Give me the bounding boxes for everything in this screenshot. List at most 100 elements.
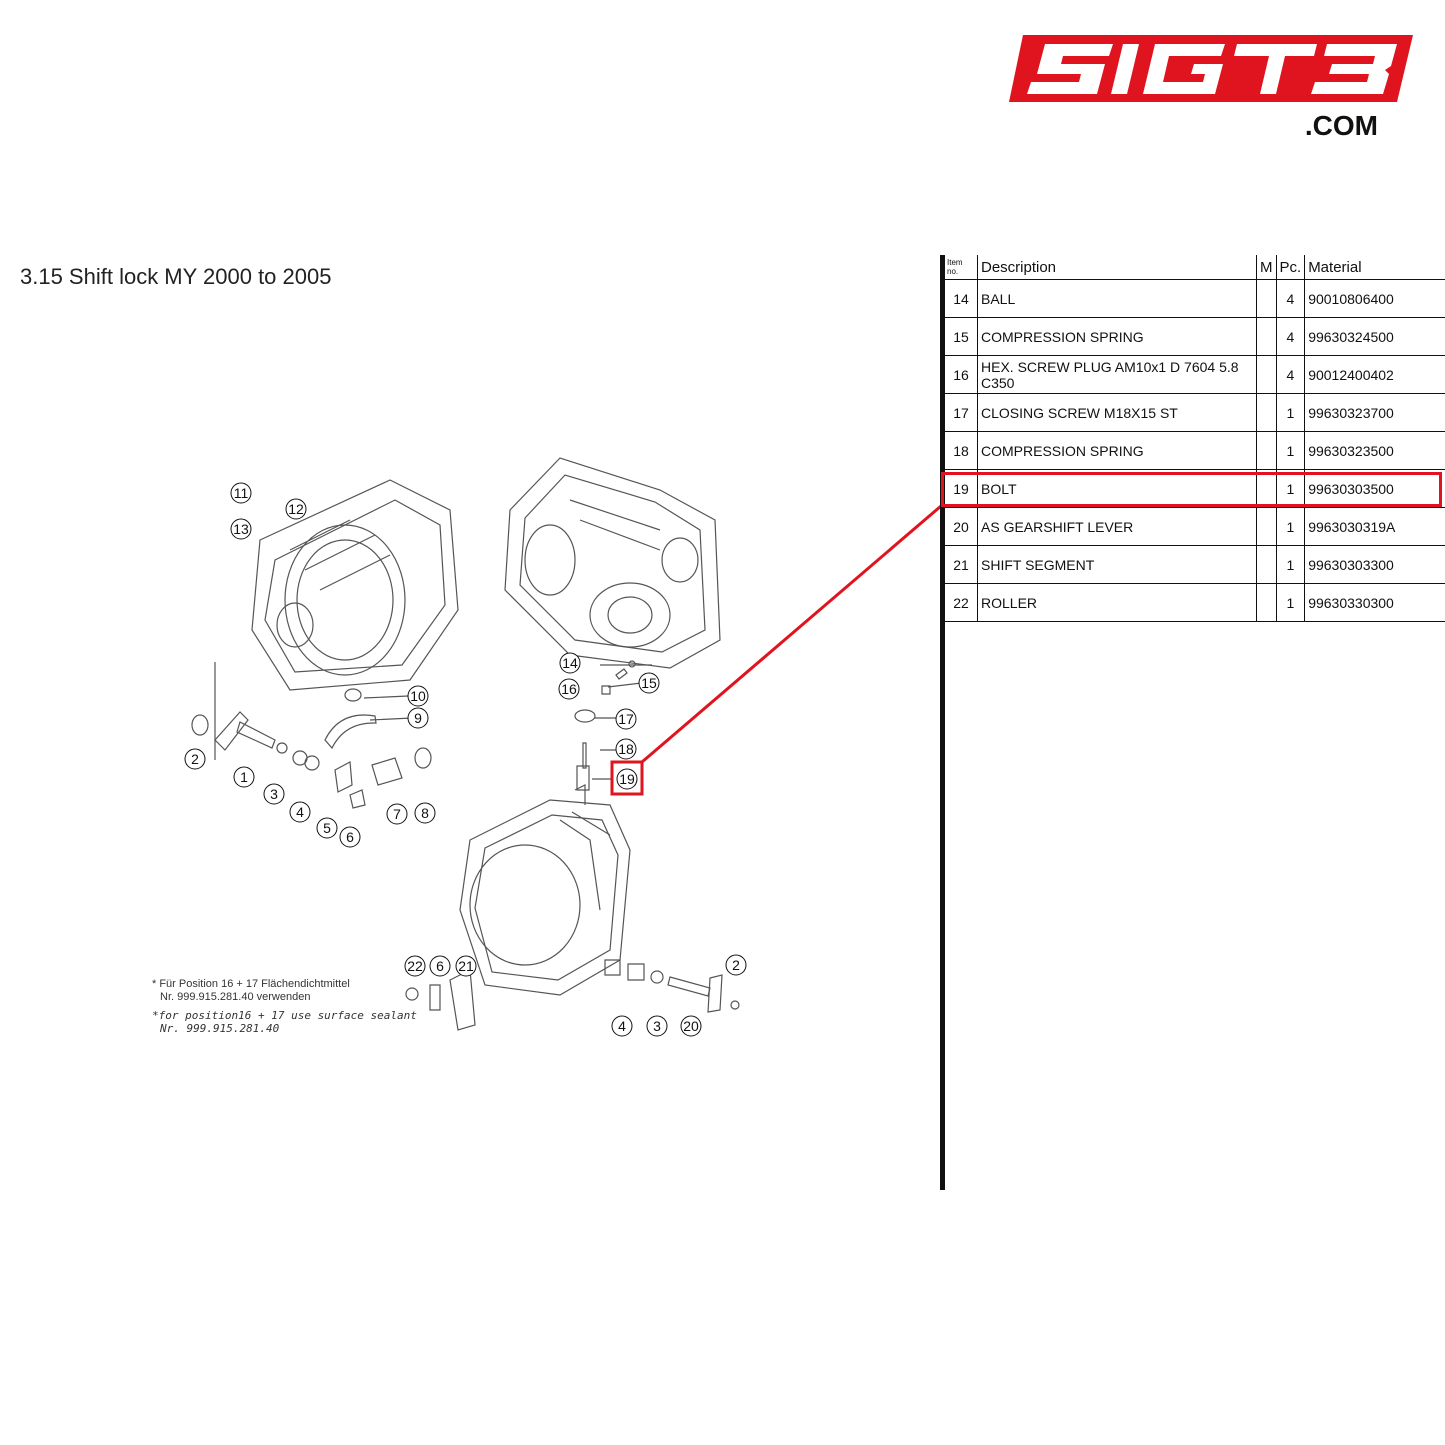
cell-description: BOLT [977,469,1257,508]
callout-group: 11 12 13 14 15 16 10 9 17 18 19 2 1 3 4 … [184,482,747,1037]
header-m: M [1256,255,1277,280]
cell-item-no: 22 [945,583,978,622]
cell-m [1256,393,1277,432]
callout-21: 21 [455,955,477,977]
callout-6b: 6 [429,955,451,977]
callout-4a: 4 [289,801,311,823]
cell-pc: 1 [1276,469,1306,508]
cell-m [1256,355,1277,394]
cell-description: AS GEARSHIFT LEVER [977,507,1257,546]
callout-2a: 2 [184,748,206,770]
footnote-en-line2: Nr. 999.915.281.40 [160,1022,280,1035]
cell-item-no: 15 [945,317,978,356]
footnote-en-line1: *for position16 + 17 use surface sealant [152,1009,417,1022]
footnote-english: *for position16 + 17 use surface sealant… [152,1009,417,1035]
callout-3b: 3 [646,1015,668,1037]
cell-description: COMPRESSION SPRING [977,317,1257,356]
cell-m [1256,317,1277,356]
svg-text:5: 5 [323,820,331,836]
svg-text:7: 7 [393,806,401,822]
cell-description: ROLLER [977,583,1257,622]
cell-item-no: 16 [945,355,978,394]
page-title: 3.15 Shift lock MY 2000 to 2005 [20,264,332,289]
svg-text:10: 10 [410,688,426,704]
svg-text:13: 13 [233,521,249,537]
svg-text:15: 15 [641,675,657,691]
logo-mark [1009,35,1413,102]
svg-text:3: 3 [653,1018,661,1034]
cell-material: 99630330300 [1304,583,1445,622]
svg-text:6: 6 [436,958,444,974]
cell-item-no: 21 [945,545,978,584]
svg-text:8: 8 [421,805,429,821]
cell-m [1256,279,1277,318]
svg-text:22: 22 [407,958,423,974]
header-item-no: Item no. [945,255,978,280]
shaft-part [236,721,276,749]
cell-material: 99630323500 [1304,431,1445,470]
cell-material: 90010806400 [1304,279,1445,318]
cell-m [1256,431,1277,470]
svg-text:16: 16 [561,681,577,697]
footnote-german: * Für Position 16 + 17 Flächendichtmitte… [152,978,350,1004]
cell-m [1256,583,1277,622]
cell-material: 99630303500 [1304,469,1445,508]
table-left-rule [940,255,945,1190]
cell-description: BALL [977,279,1257,318]
table-header-row: Item no. Description M Pc. Material [945,255,1445,280]
callout-11: 11 [230,482,252,504]
cell-pc: 1 [1276,583,1306,622]
callout-19: 19 [616,768,638,790]
gearbox-housing-top-right [504,457,721,669]
svg-text:4: 4 [296,804,304,820]
callout-3a: 3 [263,783,285,805]
cell-pc: 1 [1276,545,1306,584]
callout-2b: 2 [725,954,747,976]
cell-pc: 4 [1276,355,1306,394]
callout-15: 15 [638,672,660,694]
callout-12: 12 [285,498,307,520]
svg-text:1: 1 [240,769,248,785]
header-material: Material [1304,255,1445,280]
callout-19-highlight [610,760,644,796]
svg-text:19: 19 [619,771,635,787]
lever-part [214,711,249,751]
callout-22: 22 [404,955,426,977]
cell-item-no: 14 [945,279,978,318]
sigtb-logo[interactable]: .COM [1005,30,1420,150]
cell-material: 99630324500 [1304,317,1445,356]
cell-pc: 1 [1276,393,1306,432]
cell-m [1256,507,1277,546]
svg-text:11: 11 [234,485,249,501]
svg-text:14: 14 [562,655,578,671]
footnote-de-line2: Nr. 999.915.281.40 verwenden [160,991,311,1003]
cell-pc: 4 [1276,317,1306,356]
cell-item-no: 18 [945,431,978,470]
callout-20: 20 [680,1015,702,1037]
callout-6a: 6 [339,826,361,848]
callout-17: 17 [615,708,637,730]
callout-14: 14 [559,652,581,674]
cell-pc: 1 [1276,507,1306,546]
callout-13: 13 [230,518,252,540]
cell-material: 99630323700 [1304,393,1445,432]
cell-m [1256,545,1277,584]
callout-1: 1 [233,766,255,788]
svg-text:9: 9 [414,710,422,726]
header-description: Description [977,255,1257,280]
svg-text:4: 4 [618,1018,626,1034]
callout-16: 16 [558,678,580,700]
callout-4b: 4 [611,1015,633,1037]
exploded-parts-diagram: 11 12 13 14 15 16 10 9 17 18 19 2 1 3 4 … [184,457,747,1037]
svg-text:2: 2 [191,751,199,767]
